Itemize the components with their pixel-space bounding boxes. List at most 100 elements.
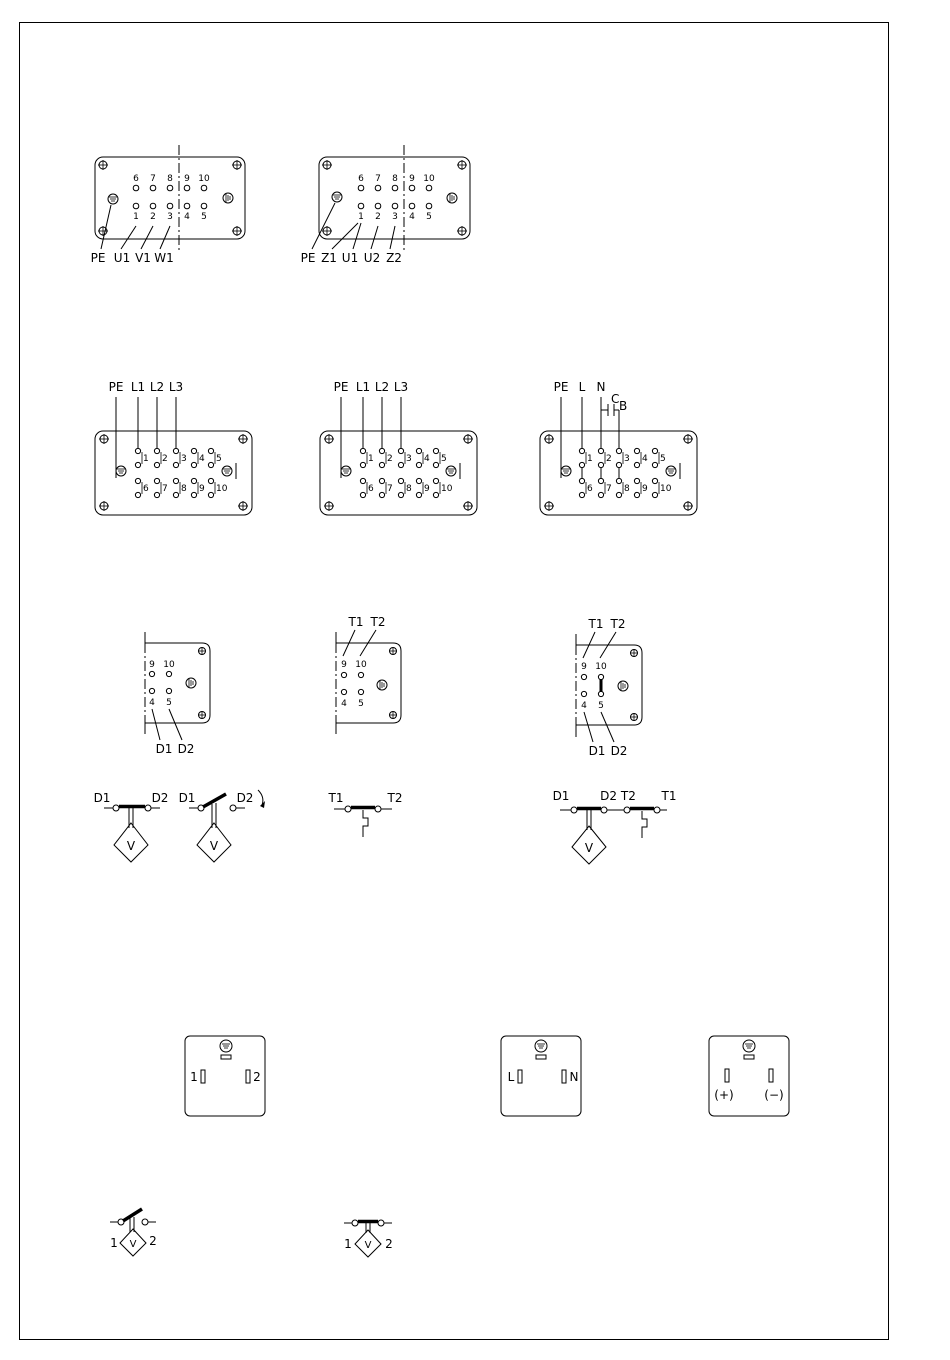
terminal-label: L1 [131,380,145,394]
switch-symbol-closed: V 1 2 [344,1220,393,1257]
contact-slot [201,1070,205,1083]
ground-terminal-icon [618,681,628,691]
pin-number: 10 [660,484,672,494]
pin-number: 9 [581,662,587,672]
pin-number: 5 [166,698,172,708]
pin-number: 4 [184,212,190,222]
pin-number: 1 [358,212,364,222]
pin-number: 3 [181,454,187,464]
terminal-label: T1 [348,615,364,629]
pin-number: 3 [392,212,398,222]
contact-label: D1 [94,791,111,805]
plug-face-2: L N [501,1036,581,1116]
terminal-label: D1 [589,744,606,758]
pin-number: 10 [595,662,607,672]
thermal-element-icon [642,811,647,838]
contact-label: (−) [764,1088,783,1102]
ground-terminal-icon [332,192,457,203]
pin-number: 5 [216,454,222,464]
terminal-label: PE [554,380,569,394]
contact-label: 2 [253,1070,261,1084]
terminal-label: PE [91,251,106,265]
pressure-switch-symbol-closed: D1 D2 V [94,791,169,862]
pin-number: 8 [392,174,398,184]
sensor-block-3-outline [576,634,642,737]
terminal-block-3: PE L1 L2 L3 [95,380,252,515]
terminal-label: U1 [342,251,358,265]
ground-terminal-icon [186,678,196,688]
terminal-label: T1 [588,617,604,631]
switch-symbol-open: V 1 2 [110,1209,157,1256]
contact-slot [725,1069,729,1082]
pin-number: 1 [143,454,149,464]
pin-number: 3 [167,212,173,222]
pin-number: 6 [358,174,364,184]
terminal-label: L3 [169,380,183,394]
pin-number: 5 [201,212,207,222]
sensor-block-1: 9 10 4 5 D1 D2 [145,632,210,756]
contact-label: D1 [553,789,570,803]
terminal-label: N [597,380,606,394]
pin-number: 10 [216,484,228,494]
terminal-label: D2 [611,744,628,758]
terminal-block-4: PE L1 L2 L3 [320,380,477,515]
terminal-label: PE [301,251,316,265]
terminal-label: U1 [114,251,130,265]
pin-number: 4 [424,454,430,464]
contact-label: 1 [110,1236,118,1250]
sensor-block-3: T1 T2 9 10 4 5 D1 D2 [576,617,642,758]
contact-bar [203,794,226,807]
terminal-pin [133,185,207,209]
terminal-block-4-outline [320,431,477,515]
pin-number: 8 [167,174,173,184]
contact-label: T1 [661,789,677,803]
pin-number: 2 [150,212,156,222]
pin-number: 5 [660,454,666,464]
plug-face-1: 1 2 [185,1036,265,1116]
pin-number: 10 [163,660,175,670]
pin-number: 2 [375,212,381,222]
pin-number: 7 [150,174,156,184]
ground-terminal-icon [108,193,233,204]
terminal-block-2: 6 7 8 9 10 1 2 3 4 5 PE Z1 U1 U2 Z2 [301,145,470,265]
pin-number: 7 [375,174,381,184]
contact-label: (+) [714,1088,733,1102]
pin-number: 3 [624,454,630,464]
terminal-label: PE [109,380,124,394]
pin-number: 4 [341,699,347,709]
pin-number: 7 [162,484,168,494]
pin-number: 5 [441,454,447,464]
contact-slot [518,1070,522,1083]
terminal-block-5: PE L N C B [540,380,697,515]
pin-number: 8 [624,484,630,494]
pin-number: 4 [199,454,205,464]
pin-number: 7 [387,484,393,494]
corner-screw-icon [99,434,248,511]
terminal-label: Z1 [321,251,337,265]
pin-number: 9 [341,660,347,670]
pressure-sensor-glyph: V [130,1239,137,1250]
plug-face-3: (+) (−) [709,1036,789,1116]
contact-label: D2 [152,791,169,805]
terminal-label: L2 [375,380,389,394]
contact-label: 2 [385,1237,393,1251]
terminal-pin [341,672,363,694]
pressure-sensor-glyph: V [365,1240,372,1251]
pin-number: 4 [581,701,587,711]
contact-label: D1 [179,791,196,805]
pin-number: 3 [406,454,412,464]
contact-slot [562,1070,566,1083]
contact-label: D2 [237,791,254,805]
contact-label: 1 [190,1070,198,1084]
contact-bar [123,1209,142,1221]
pin-number: 1 [368,454,374,464]
terminal-label: D2 [178,742,195,756]
sensor-block-2-outline [336,632,401,734]
terminal-block-1: 6 7 8 9 10 1 2 3 4 5 PE U1 V1 W1 [91,145,245,265]
terminal-label: U2 [364,251,380,265]
contact-label: D2 T2 [600,789,636,803]
wire-lead [312,203,395,249]
wire-lead [116,397,176,478]
ground-terminal-icon [377,680,387,690]
